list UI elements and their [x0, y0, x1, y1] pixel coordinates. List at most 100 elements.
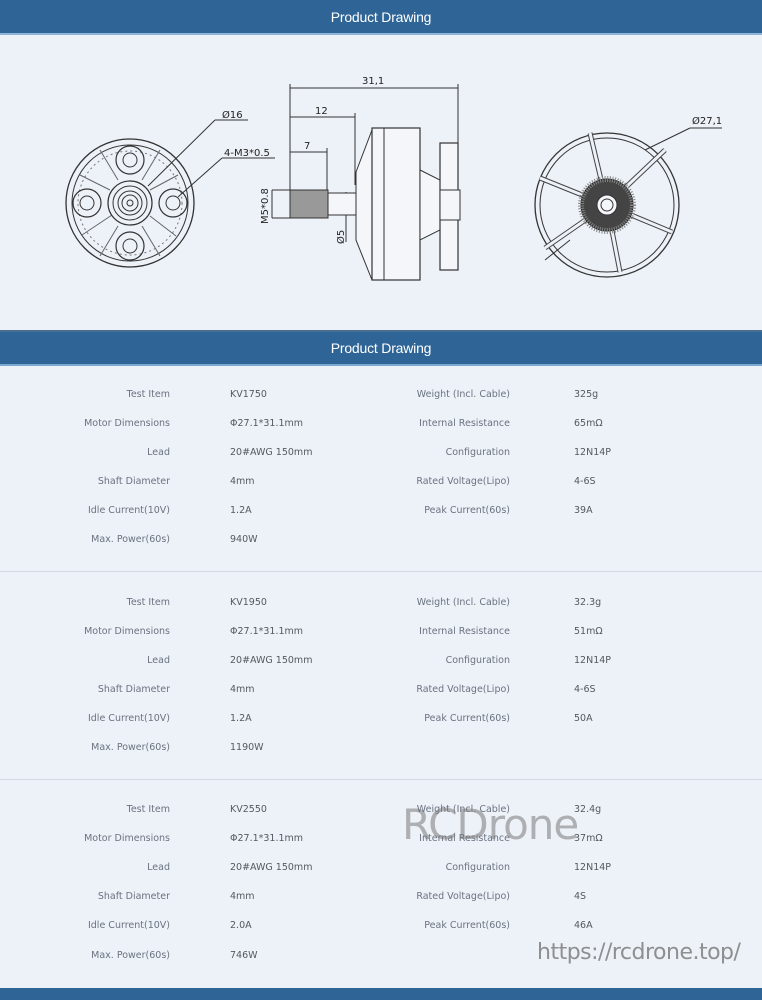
spec-row: Idle Current(10V) 1.2A Peak Current(60s)… [0, 503, 762, 519]
spec-value: Φ27.1*31.1mm [230, 833, 304, 844]
spec-value: 32.4g [574, 804, 602, 815]
spec-label: Internal Resistance [419, 418, 510, 429]
spec-value: 4-6S [574, 476, 596, 487]
spec-row: Shaft Diameter 4mm Rated Voltage(Lipo) 4… [0, 682, 762, 698]
spec-row: Max. Power(60s) 940W [0, 532, 762, 548]
spec-label: Internal Resistance [419, 626, 510, 637]
section-banner-product-drawing: Product Drawing [0, 0, 762, 35]
spec-label: Motor Dimensions [84, 833, 170, 844]
spec-label: Max. Power(60s) [91, 950, 170, 961]
front-thread-label: 4-M3*0.5 [224, 148, 270, 159]
thread-length-label: 7 [304, 141, 310, 152]
rear-diameter-label: Ø27,1 [692, 115, 722, 127]
spec-row: Test Item KV1750 Weight (Incl. Cable) 32… [0, 387, 762, 403]
banner-title: Product Drawing [330, 340, 432, 356]
shaft-diameter-label: Ø5 [335, 230, 347, 244]
spec-value: 1.2A [230, 505, 252, 516]
banner-title: Product Drawing [330, 8, 432, 25]
spec-value: KV1950 [230, 597, 267, 608]
spec-value: 12N14P [574, 655, 612, 666]
spec-value: 4mm [230, 684, 255, 695]
spec-label: Lead [147, 655, 170, 666]
spec-value: 51mΩ [574, 626, 603, 637]
shaft-thread-label: M5*0.8 [260, 188, 271, 224]
spec-value: 2.0A [230, 920, 252, 931]
spec-value: 4-6S [574, 684, 596, 695]
spec-label: Test Item [126, 389, 170, 400]
spec-row: Test Item KV1950 Weight (Incl. Cable) 32… [0, 595, 762, 611]
spec-value: 12N14P [574, 862, 612, 873]
spec-label: Rated Voltage(Lipo) [416, 476, 510, 487]
spec-value: 20#AWG 150mm [230, 655, 313, 666]
spec-label: Weight (Incl. Cable) [416, 597, 510, 608]
spec-row: Motor Dimensions Φ27.1*31.1mm Internal R… [0, 831, 762, 847]
spec-row: Test Item KV2550 Weight (Incl. Cable) 32… [0, 802, 762, 818]
spec-label: Shaft Diameter [97, 891, 170, 902]
spec-value: 12N14P [574, 447, 612, 458]
spec-value: 4mm [230, 891, 255, 902]
url-watermark: https://rcdrone.top/ [537, 940, 741, 965]
spec-label: Lead [147, 862, 170, 873]
spec-row: Lead 20#AWG 150mm Configuration 12N14P [0, 445, 762, 461]
spec-label: Motor Dimensions [84, 418, 170, 429]
spec-row: Idle Current(10V) 1.2A Peak Current(60s)… [0, 711, 762, 727]
spec-row: Idle Current(10V) 2.0A Peak Current(60s)… [0, 918, 762, 934]
product-drawing: Ø16 4-M3*0.5 31,1 12 7 M5*0.8 Ø5 Ø27,1 [0, 35, 762, 330]
spec-value: 940W [230, 534, 258, 545]
overall-length-label: 31,1 [362, 76, 384, 87]
spec-label: Configuration [445, 447, 510, 458]
spec-label: Shaft Diameter [97, 476, 170, 487]
spec-label: Max. Power(60s) [91, 742, 170, 753]
spec-label: Motor Dimensions [84, 626, 170, 637]
spec-row: Shaft Diameter 4mm Rated Voltage(Lipo) 4… [0, 474, 762, 490]
spec-value: 4mm [230, 476, 255, 487]
section-divider [0, 779, 762, 780]
spec-label: Rated Voltage(Lipo) [416, 684, 510, 695]
section-banner-bottom [0, 988, 762, 1000]
front-diameter-label: Ø16 [222, 109, 243, 121]
spec-label: Shaft Diameter [97, 684, 170, 695]
spec-value: Φ27.1*31.1mm [230, 626, 304, 637]
spec-label: Weight (Incl. Cable) [416, 804, 510, 815]
spec-label: Internal Resistance [419, 833, 510, 844]
spec-value: 1190W [230, 742, 264, 753]
spec-label: Configuration [445, 655, 510, 666]
spec-label: Peak Current(60s) [424, 713, 510, 724]
spec-label: Peak Current(60s) [424, 920, 510, 931]
motor-technical-drawing-icon: Ø16 4-M3*0.5 31,1 12 7 M5*0.8 Ø5 Ø27,1 [65, 76, 722, 281]
spec-value: 1.2A [230, 713, 252, 724]
spec-value: 37mΩ [574, 833, 603, 844]
spec-value: 746W [230, 950, 258, 961]
spec-value: 65mΩ [574, 418, 603, 429]
spec-row: Lead 20#AWG 150mm Configuration 12N14P [0, 653, 762, 669]
spec-row: Max. Power(60s) 746W [0, 948, 762, 964]
spec-row: Max. Power(60s) 1190W [0, 740, 762, 756]
spec-value: KV1750 [230, 389, 267, 400]
spec-row: Motor Dimensions Φ27.1*31.1mm Internal R… [0, 624, 762, 640]
spec-label: Test Item [126, 804, 170, 815]
spec-label: Idle Current(10V) [87, 713, 170, 724]
spec-value: 4S [574, 891, 587, 902]
spec-value: KV2550 [230, 804, 267, 815]
brand-watermark: RCDrone [402, 800, 579, 849]
section-divider [0, 571, 762, 572]
section-banner-product-drawing-2: Product Drawing [0, 330, 762, 366]
spec-label: Configuration [445, 862, 510, 873]
spec-row: Motor Dimensions Φ27.1*31.1mm Internal R… [0, 416, 762, 432]
spec-label: Lead [147, 447, 170, 458]
spec-value: 46A [574, 920, 593, 931]
spec-label: Test Item [126, 597, 170, 608]
spec-row: Lead 20#AWG 150mm Configuration 12N14P [0, 860, 762, 876]
spec-label: Peak Current(60s) [424, 505, 510, 516]
spec-value: 20#AWG 150mm [230, 447, 313, 458]
spec-value: 32.3g [574, 597, 602, 608]
spec-label: Idle Current(10V) [87, 505, 170, 516]
spec-label: Weight (Incl. Cable) [416, 389, 510, 400]
spec-value: 325g [574, 389, 599, 400]
spec-value: 50A [574, 713, 593, 724]
spec-label: Idle Current(10V) [87, 920, 170, 931]
spec-value: Φ27.1*31.1mm [230, 418, 304, 429]
spec-label: Rated Voltage(Lipo) [416, 891, 510, 902]
spec-value: 20#AWG 150mm [230, 862, 313, 873]
spec-value: 39A [574, 505, 593, 516]
